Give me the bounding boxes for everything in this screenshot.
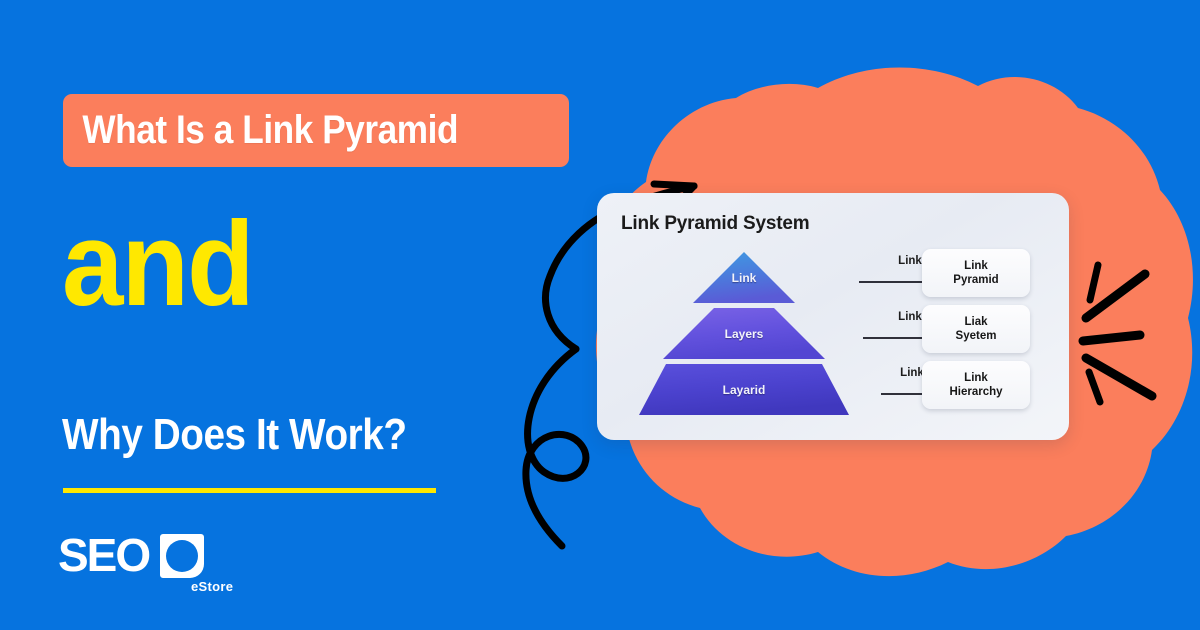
result-box-link-system: Liak Syetem <box>922 305 1030 353</box>
logo-mark-dot <box>173 547 191 565</box>
seo-estore-logo: SEO eStore <box>58 529 233 594</box>
result-box-line-2: Hierarchy <box>949 386 1003 398</box>
pyramid-graphic: Link Layers <box>635 251 853 419</box>
pyramid-layer-bottom: Layarid <box>635 363 853 417</box>
headline-line-2: and <box>62 197 255 331</box>
pyramid-layer-middle-label: Layers <box>724 327 764 341</box>
seo-circle-mark-icon <box>160 534 204 578</box>
headline-line-3: Why Does It Work? <box>62 410 407 459</box>
logo-suffix: eStore <box>191 579 234 594</box>
pyramid-layer-bottom-shape <box>639 364 849 415</box>
arrow-label-top: Link <box>898 255 922 267</box>
title-banner: What Is a Link Pyramid <box>63 94 569 167</box>
result-box-line-1: Liak <box>964 315 988 328</box>
result-box-line-2: Pyramid <box>953 274 999 286</box>
result-box-group: Link Pyramid Liak Syetem Link Hierarchy <box>922 249 1032 421</box>
headline-underline-rule <box>63 488 436 493</box>
result-box-line-2: Syetem <box>955 330 997 342</box>
pyramid-layer-middle-shape <box>663 308 825 359</box>
pyramid-layer-middle: Layers <box>659 307 829 361</box>
pyramid-layer-bottom-label: Layarid <box>722 383 766 397</box>
link-pyramid-diagram-card: Link Pyramid System Link <box>597 193 1069 440</box>
result-box-link-pyramid: Link Pyramid <box>922 249 1030 297</box>
logo-wordmark: SEO <box>58 529 151 581</box>
result-box-line-1: Link <box>964 259 988 272</box>
headline-column: What Is a Link Pyramid and Why Does It W… <box>58 94 569 594</box>
diagram-title: Link Pyramid System <box>621 213 810 234</box>
arrow-label-bottom: Link <box>900 367 924 379</box>
result-box-link-hierarchy: Link Hierarchy <box>922 361 1030 409</box>
arrow-label-middle: Link <box>898 311 922 323</box>
headline-line-1: What Is a Link Pyramid <box>82 108 459 152</box>
pyramid-layer-top-shape <box>693 252 795 303</box>
pyramid-layer-top-label: Link <box>731 271 757 285</box>
pyramid-layer-top: Link <box>690 251 798 305</box>
result-box-line-1: Link <box>964 371 988 384</box>
burst-lines-doodle-icon <box>1078 261 1157 406</box>
